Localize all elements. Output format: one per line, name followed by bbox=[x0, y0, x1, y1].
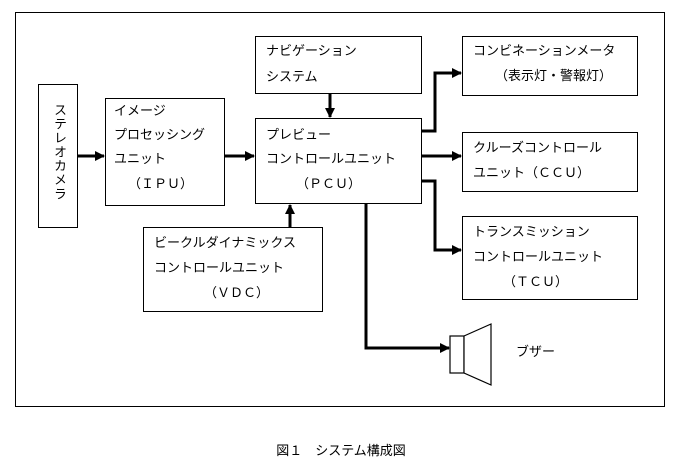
figure-caption: 図１ システム構成図 bbox=[276, 444, 406, 459]
tcu-line3: （ＴＣＵ） bbox=[503, 275, 569, 290]
navigation-line1: ナビゲーション bbox=[266, 44, 357, 59]
ipu-line2: プロセッシング bbox=[114, 128, 206, 143]
tcu-box: トランスミッション コントロールユニット （ＴＣＵ） bbox=[462, 216, 638, 300]
ipu-box: イメージ プロセッシング ユニット （ＩＰＵ） bbox=[105, 98, 225, 206]
arrow-pcu-to-buzzer bbox=[364, 204, 450, 353]
arrow-pcu-to-tcu bbox=[422, 179, 462, 255]
pcu-line2: コントロールユニット bbox=[266, 152, 397, 167]
buzzer-icon bbox=[449, 323, 492, 386]
ipu-line3: ユニット bbox=[114, 152, 167, 167]
vdc-line3: （ＶＤＣ） bbox=[204, 286, 270, 301]
diagram-frame bbox=[15, 12, 665, 407]
ccu-line1: クルーズコントロール bbox=[473, 141, 602, 156]
navigation-system-box: ナビゲーション システム bbox=[255, 36, 422, 94]
vdc-line2: コントロールユニット bbox=[154, 261, 285, 276]
ccu-line2: ユニット（ＣＣＵ） bbox=[473, 166, 591, 181]
vdc-box: ビークルダイナミックス コントロールユニット （ＶＤＣ） bbox=[143, 227, 323, 312]
tcu-line2: コントロールユニット bbox=[473, 250, 604, 265]
pcu-line3: （ＰＣＵ） bbox=[296, 177, 362, 192]
pcu-line1: プレビュー bbox=[266, 128, 332, 143]
vdc-line1: ビークルダイナミックス bbox=[154, 236, 296, 251]
meter-line2: （表示灯・警報灯） bbox=[495, 69, 613, 84]
stereo-camera-label: ステレオカメラ bbox=[51, 103, 66, 201]
ipu-line1: イメージ bbox=[114, 104, 166, 119]
combination-meter-box: コンビネーションメータ （表示灯・警報灯） bbox=[462, 36, 638, 96]
pcu-box: プレビュー コントロールユニット （ＰＣＵ） bbox=[255, 118, 422, 204]
meter-line1: コンビネーションメータ bbox=[473, 44, 616, 59]
navigation-line2: システム bbox=[266, 70, 318, 85]
stereo-camera-box: ステレオカメラ bbox=[38, 84, 78, 228]
tcu-line1: トランスミッション bbox=[473, 225, 590, 240]
ccu-box: クルーズコントロール ユニット（ＣＣＵ） bbox=[462, 132, 638, 192]
ipu-line4: （ＩＰＵ） bbox=[128, 177, 194, 192]
buzzer-label: ブザー bbox=[516, 345, 556, 360]
arrow-pcu-to-meter bbox=[422, 68, 462, 133]
